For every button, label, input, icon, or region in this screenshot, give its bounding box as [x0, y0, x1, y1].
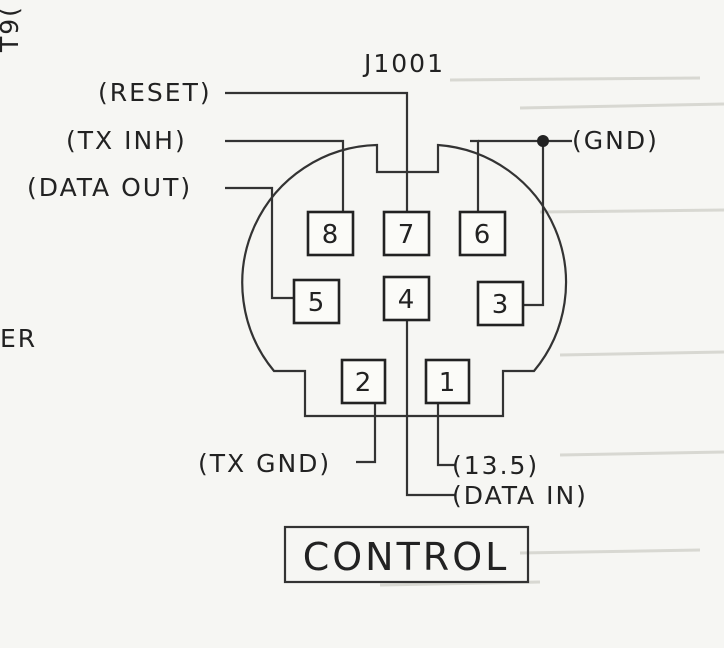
- pin-8-label: 8: [322, 220, 339, 250]
- pin-3: 3: [476, 280, 525, 327]
- pin-7-label: 7: [398, 220, 415, 250]
- wire-tx-inh: [225, 139, 345, 212]
- pin-6-label: 6: [474, 220, 491, 250]
- pin-4: 4: [382, 275, 431, 322]
- signal-label-data-out: (DATA OUT): [27, 173, 192, 202]
- connector-title-box: CONTROL: [283, 525, 530, 584]
- connector-ref-label: J1001: [362, 49, 445, 78]
- pin-1-label: 1: [439, 368, 456, 398]
- pin-2-label: 2: [355, 368, 372, 398]
- pin-3-label: 3: [492, 290, 509, 320]
- wire-gnd-pin3: [523, 141, 545, 307]
- pin-8: 8: [306, 210, 355, 257]
- wire-13-5: [436, 403, 455, 467]
- signal-label-tx-gnd: (TX GND): [198, 449, 331, 478]
- side-text-top: T9(: [0, 5, 24, 53]
- connector-body-outline: [241, 143, 568, 418]
- signal-label-13-5: (13.5): [452, 451, 539, 480]
- pin-5: 5: [292, 278, 341, 325]
- signal-label-gnd: (GND): [572, 126, 659, 155]
- pin-4-label: 4: [398, 285, 415, 315]
- pin-6: 6: [458, 210, 507, 257]
- connector-title: CONTROL: [303, 535, 510, 579]
- signal-label-reset: (RESET): [98, 78, 212, 107]
- side-text-left: ER: [0, 324, 37, 353]
- signal-label-data-in: (DATA IN): [452, 481, 588, 510]
- wire-data-out: [225, 186, 294, 300]
- wire-reset: [225, 91, 409, 212]
- wire-data-in: [405, 315, 455, 497]
- signal-wires: [225, 91, 572, 497]
- signal-label-tx-inh: (TX INH): [66, 126, 187, 155]
- gnd-junction-dot: [537, 135, 549, 147]
- background-bleed: [379, 76, 724, 587]
- wire-tx-gnd: [356, 403, 377, 464]
- pin-2: 2: [340, 358, 387, 405]
- pin-5-label: 5: [308, 288, 325, 318]
- pin-7: 7: [382, 210, 431, 257]
- pin-1: 1: [424, 358, 471, 405]
